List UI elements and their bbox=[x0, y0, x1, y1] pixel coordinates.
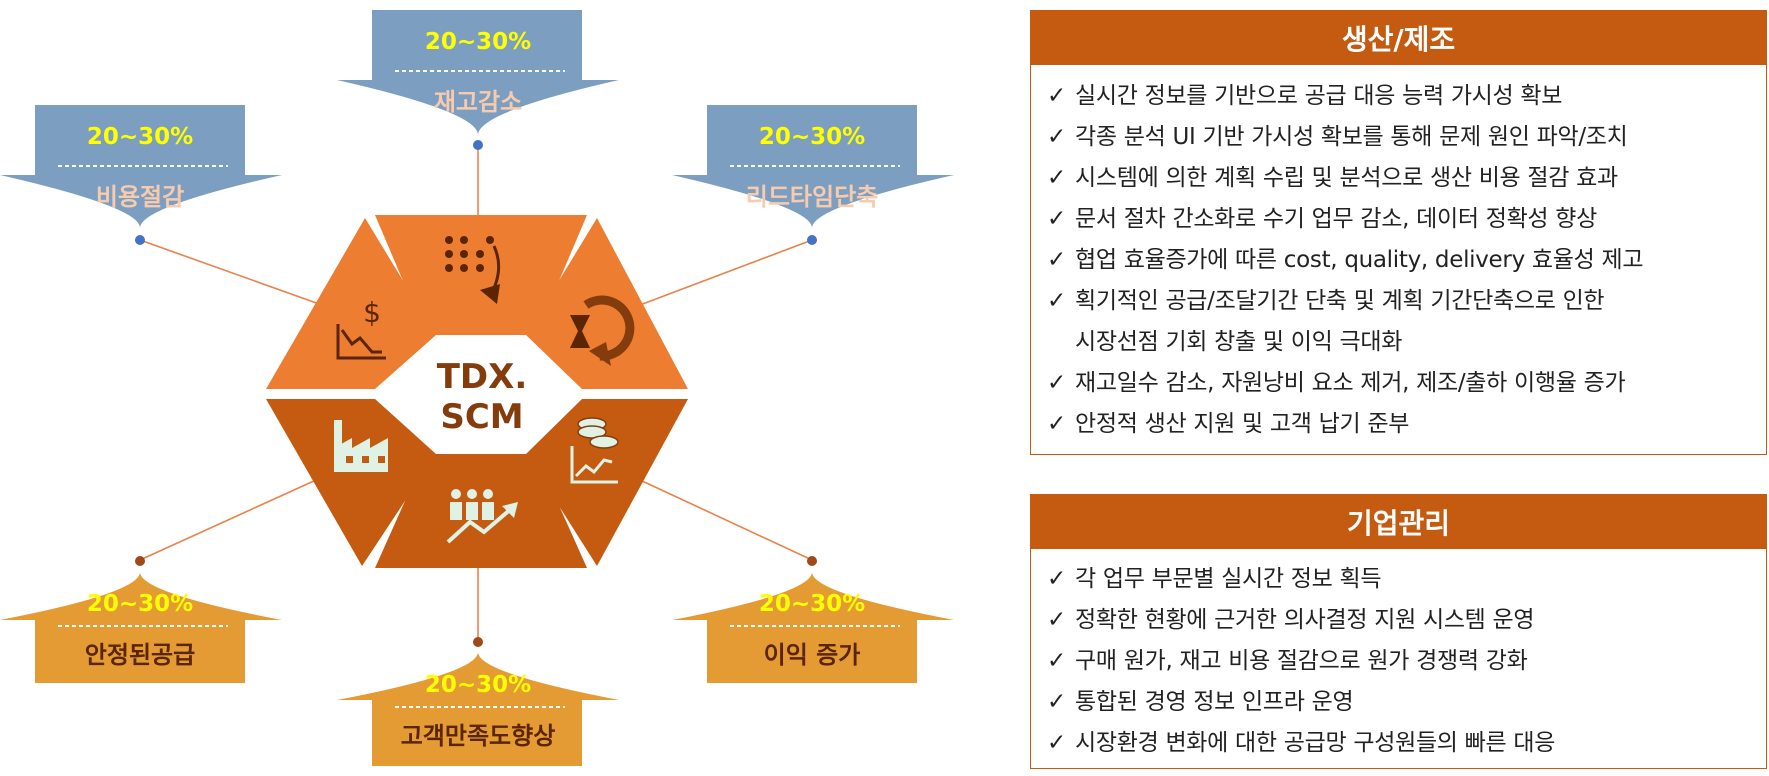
list-item-continuation: 시장선점 기회 창출 및 이익 극대화 bbox=[1075, 329, 1403, 355]
list-item: ✓재고일수 감소, 자원낭비 요소 제거, 제조/출하 이행율 증가 bbox=[1047, 370, 1626, 396]
callout-upper-right bbox=[672, 105, 954, 228]
callout-bottom bbox=[337, 652, 619, 766]
list-item: ✓시장환경 변화에 대한 공급망 구성원들의 빠른 대응 bbox=[1047, 730, 1556, 756]
check-icon: ✓ bbox=[1047, 607, 1066, 633]
callout-upper-left bbox=[0, 105, 282, 228]
hex-segment-lower-left bbox=[266, 399, 436, 566]
center-title-line1: TDX. bbox=[437, 357, 528, 397]
callout-bottom-value: 20~30% bbox=[425, 672, 531, 698]
callout-lower-left bbox=[0, 572, 282, 683]
check-icon: ✓ bbox=[1047, 206, 1066, 232]
callout-lower-right-value: 20~30% bbox=[759, 591, 865, 617]
panel-management-title: 기업관리 bbox=[1346, 506, 1451, 540]
callout-upper-left-value: 20~30% bbox=[87, 124, 193, 150]
callout-top-label: 재고감소 bbox=[434, 88, 522, 116]
scm-benefit-diagram: 20~30% 재고감소 20~30% 비용절감 20~30% 리드타임단축 20… bbox=[0, 10, 954, 766]
hourglass-cycle-icon bbox=[570, 295, 635, 366]
callout-lower-right-label: 이익 증가 bbox=[764, 641, 861, 669]
inventory-flow-icon bbox=[445, 236, 501, 304]
check-icon: ✓ bbox=[1047, 247, 1066, 273]
callout-upper-right-label: 리드타임단축 bbox=[746, 183, 878, 211]
list-item: ✓각 업무 부문별 실시간 정보 획득 bbox=[1047, 566, 1382, 592]
callout-top bbox=[337, 10, 619, 135]
cost-down-icon: $ bbox=[336, 296, 386, 360]
list-item: ✓정확한 현황에 근거한 의사결정 지원 시스템 운영 bbox=[1047, 607, 1535, 633]
panel-management-header: 기업관리 bbox=[1030, 494, 1767, 549]
list-item: ✓각종 분석 UI 기반 가시성 확보를 통해 문제 원인 파악/조치 bbox=[1047, 124, 1628, 150]
check-icon: ✓ bbox=[1047, 566, 1066, 592]
hex-segment-bottom bbox=[375, 454, 587, 568]
panel-production-body: ✓실시간 정보를 기반으로 공급 대응 능력 가시성 확보 ✓각종 분석 UI … bbox=[1030, 65, 1767, 455]
factory-icon bbox=[334, 420, 388, 472]
callout-bottom-label: 고객만족도향상 bbox=[401, 722, 556, 750]
check-icon: ✓ bbox=[1047, 288, 1066, 314]
callout-lower-right bbox=[672, 572, 954, 683]
list-item: ✓협업 효율증가에 따른 cost, quality, delivery 효율성… bbox=[1047, 247, 1644, 273]
center-title-line2: SCM bbox=[440, 397, 523, 437]
check-icon: ✓ bbox=[1047, 730, 1066, 756]
callout-lower-left-label: 안정된공급 bbox=[85, 641, 195, 669]
list-item: ✓문서 절차 간소화로 수기 업무 감소, 데이터 정확성 향상 bbox=[1047, 206, 1598, 232]
callout-upper-left-label: 비용절감 bbox=[96, 183, 184, 211]
panel-production-title: 생산/제조 bbox=[1341, 22, 1456, 56]
hexagon bbox=[266, 215, 688, 568]
list-item: ✓시스템에 의한 계획 수립 및 분석으로 생산 비용 절감 효과 bbox=[1047, 165, 1618, 191]
panel-management-body: ✓각 업무 부문별 실시간 정보 획득 ✓정확한 현황에 근거한 의사결정 지원… bbox=[1030, 549, 1767, 769]
callout-upper-right-value: 20~30% bbox=[759, 124, 865, 150]
list-item: ✓안정적 생산 지원 및 고객 납기 준부 bbox=[1047, 411, 1410, 437]
svg-text:$: $ bbox=[363, 296, 381, 329]
list-item: ✓통합된 경영 정보 인프라 운영 bbox=[1047, 689, 1354, 715]
check-icon: ✓ bbox=[1047, 165, 1066, 191]
check-icon: ✓ bbox=[1047, 411, 1066, 437]
check-icon: ✓ bbox=[1047, 370, 1066, 396]
list-item: ✓실시간 정보를 기반으로 공급 대응 능력 가시성 확보 bbox=[1047, 83, 1563, 109]
check-icon: ✓ bbox=[1047, 83, 1066, 109]
list-item: ✓획기적인 공급/조달기간 단축 및 계획 기간단축으로 인한 bbox=[1047, 288, 1605, 314]
check-icon: ✓ bbox=[1047, 648, 1066, 674]
panel-production-header: 생산/제조 bbox=[1030, 10, 1767, 65]
team-growth-icon bbox=[446, 489, 518, 544]
check-icon: ✓ bbox=[1047, 689, 1066, 715]
callout-lower-left-value: 20~30% bbox=[87, 591, 193, 617]
list-item: ✓구매 원가, 재고 비용 절감으로 원가 경쟁력 강화 bbox=[1047, 648, 1528, 674]
check-icon: ✓ bbox=[1047, 124, 1066, 150]
hex-segment-upper-left bbox=[266, 218, 436, 389]
connector-lines bbox=[139, 148, 813, 640]
hex-segment-top bbox=[375, 215, 587, 335]
callout-top-value: 20~30% bbox=[425, 29, 531, 55]
coins-growth-icon bbox=[570, 417, 619, 484]
connector-dots bbox=[135, 140, 817, 647]
